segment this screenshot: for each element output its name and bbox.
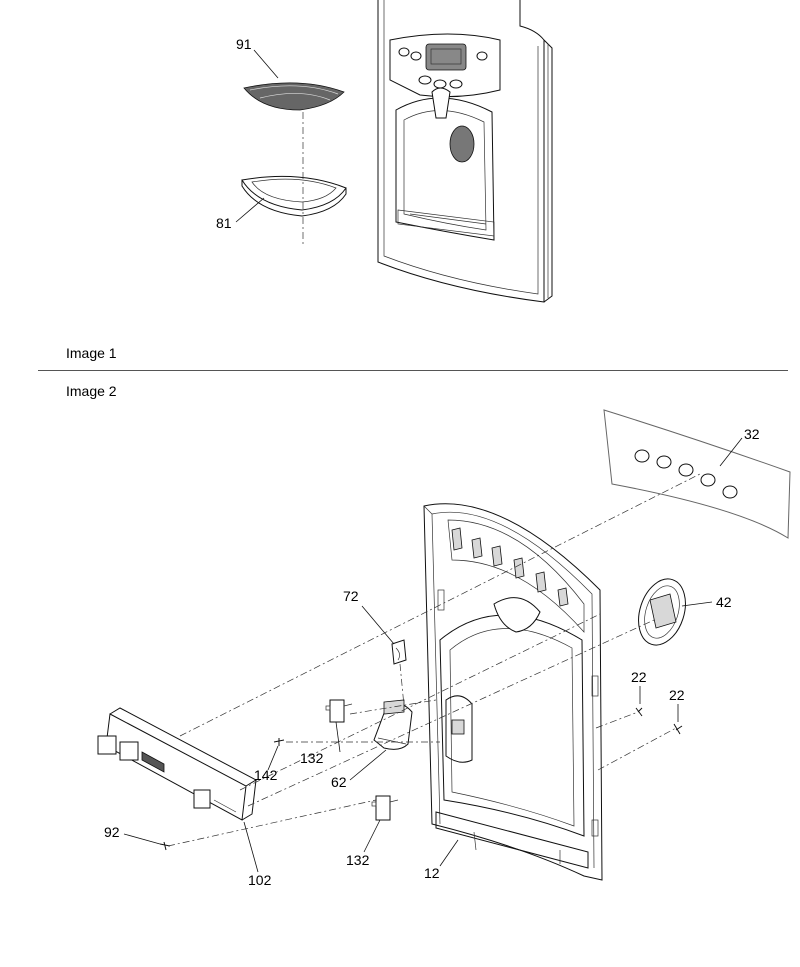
image-2-caption: Image 2 [66,383,117,399]
callout-72: 72 [343,588,359,604]
dispenser-housing-part [423,503,603,881]
dispenser-door-assembly [377,0,553,303]
callout-62: 62 [331,774,347,790]
callout-22-lower: 22 [669,687,685,703]
actuator-part [373,699,413,750]
callout-92: 92 [104,824,120,840]
screw-parts [159,707,683,851]
microswitch-part-upper [325,699,353,723]
callout-32: 32 [744,426,760,442]
spring-clip-part [391,639,407,665]
section-divider [38,370,788,371]
callout-42: 42 [716,594,732,610]
callout-91: 91 [236,36,252,52]
drip-grille-part [243,82,345,111]
drip-tray-part [241,175,347,217]
control-board-part [97,707,258,821]
selector-knob-part [638,578,686,646]
callout-81: 81 [216,215,232,231]
callout-22-upper: 22 [631,669,647,685]
image-1-caption: Image 1 [66,345,117,361]
callout-132-upper: 132 [300,750,324,766]
overlay-part [603,409,791,539]
callout-102: 102 [248,872,272,888]
microswitch-part-lower [371,795,399,821]
callout-142: 142 [254,767,278,783]
callout-132-lower: 132 [346,852,370,868]
callout-12: 12 [424,865,440,881]
